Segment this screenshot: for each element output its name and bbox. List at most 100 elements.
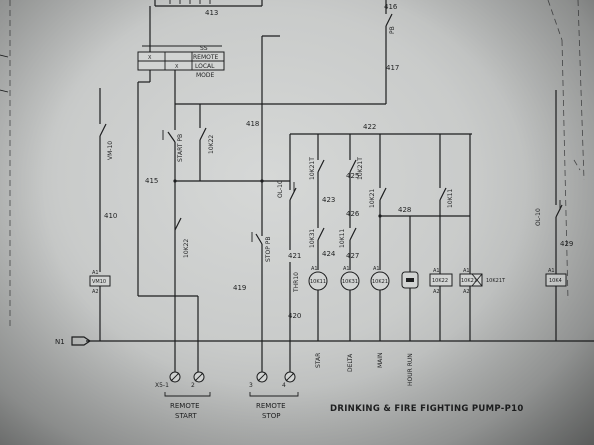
wire-label-418: 418 <box>246 120 259 128</box>
wire-label-417: 417 <box>386 64 399 72</box>
remote-stop-label-2: STOP <box>262 412 280 420</box>
terminal-label-2: 2 <box>191 382 195 389</box>
vm10-a2: A2 <box>92 289 99 295</box>
k10k22-contact-bottom <box>174 217 182 231</box>
selector-mode: MODE <box>196 72 215 79</box>
remote-stop-label-1: REMOTE <box>256 402 286 410</box>
hour-run-meter-window <box>406 278 414 282</box>
k10k21t-contact-1 <box>317 159 325 173</box>
margin-tick <box>0 89 9 93</box>
selector-tag: SS <box>200 45 208 52</box>
vm10-label: VM-10 <box>107 141 114 160</box>
junction-dot <box>173 179 177 183</box>
k10k31-label: 10K31 <box>309 229 316 248</box>
diagram-title: DRINKING & FIRE FIGHTING PUMP-P10 <box>330 404 524 414</box>
k10k31-a1: A1 <box>343 266 350 272</box>
wire-label-410: 410 <box>104 212 117 220</box>
k10k31-contact <box>317 227 325 241</box>
ol10-contact <box>289 187 297 201</box>
selector-x2: X <box>175 64 179 70</box>
wire-label-428: 428 <box>398 206 411 214</box>
wire-label-420: 420 <box>288 312 301 320</box>
pb-label: PB <box>389 26 396 34</box>
ol10-right-label: OL-10 <box>535 208 542 226</box>
stop-pb-contact <box>255 233 263 245</box>
wire-label-426: 426 <box>346 210 360 218</box>
terminal-2 <box>193 371 205 383</box>
k10k11-coil-label: 10K11 <box>310 279 326 285</box>
hour-run-label: HOUR RUN <box>407 353 414 386</box>
main-label: MAIN <box>377 352 384 368</box>
dash-mark <box>573 159 581 171</box>
rail-label: N1 <box>55 338 65 346</box>
k10k11-contact-a <box>349 227 357 241</box>
wire-label-413: 413 <box>205 9 218 17</box>
k10k21t-side-label: 10K21T <box>486 278 506 284</box>
k10k22-coil-label: 10K22 <box>432 278 448 284</box>
wire-label-415: 415 <box>145 177 158 185</box>
k10k4-coil-label: 10K4 <box>549 278 562 284</box>
wire-label-419: 419 <box>233 284 246 292</box>
terminal-3 <box>256 371 268 383</box>
k10k11-contact-b <box>439 187 447 201</box>
k10k21t-a1: A1 <box>463 268 470 274</box>
k10k11-b-label: 10K11 <box>447 189 454 208</box>
terminal-x5-1 <box>169 371 181 383</box>
wire-label-422: 422 <box>363 123 376 131</box>
wire-label-421: 421 <box>288 252 301 260</box>
ol10-right-contact <box>555 204 563 218</box>
pb-contact-top <box>385 13 393 27</box>
remote-start-label-1: REMOTE <box>170 402 200 410</box>
k10k31-coil-label: 10K31 <box>342 279 358 285</box>
k10k22-a1: A1 <box>433 268 440 274</box>
vm10-a1: A1 <box>92 270 99 276</box>
selector-remote: REMOTE <box>193 54 219 61</box>
wire-label-425: 425 <box>346 172 359 180</box>
remote-start-label-2: START <box>175 412 197 420</box>
terminal-label-3: 3 <box>249 382 253 389</box>
wire-label-423: 423 <box>322 196 335 204</box>
remote-start-bracket <box>164 392 211 397</box>
stop-pb-label: STOP PB <box>265 237 272 262</box>
ol10-label: OL-10 <box>277 180 284 198</box>
vm10-contact <box>99 123 107 137</box>
k10k22-a2: A2 <box>433 289 440 295</box>
delta-label: DELTA <box>347 353 354 372</box>
selector-x1: X <box>148 55 152 61</box>
junction-dot <box>260 179 264 183</box>
k10k21-coil-label: 10K21 <box>372 279 388 285</box>
top-dots <box>169 0 211 4</box>
k10k21t-a2: A2 <box>463 289 470 295</box>
star-label: STAR <box>315 353 322 368</box>
junction-dot <box>378 214 382 218</box>
wire-label-424: 424 <box>322 250 336 258</box>
margin-line-right <box>547 0 563 41</box>
k10k21t-contact-2 <box>349 159 357 173</box>
thr10-label: THR10 <box>293 272 300 293</box>
k10k11-a1: A1 <box>311 266 318 272</box>
k10k21-a-label: 10K21 <box>369 189 376 208</box>
terminal-label-4: 4 <box>282 382 286 389</box>
remote-stop-bracket <box>249 392 299 397</box>
k10k11-a-label: 10K11 <box>339 229 346 248</box>
k10k21-contact <box>379 187 387 201</box>
k10k22-contact-top <box>199 127 207 141</box>
start-pb-contact <box>167 131 176 143</box>
k10k21t-coil-box <box>459 273 483 287</box>
vm10-coil-label: VM10 <box>92 279 106 285</box>
k10k21-a1: A1 <box>373 266 380 272</box>
k10k22-bottom-label: 10K22 <box>183 239 190 258</box>
k10k21t-label-1: 10K21T <box>309 157 316 180</box>
k10k4-a1: A1 <box>548 268 555 274</box>
margin-tick <box>0 54 9 58</box>
k10k21t-label-2: 10K21T <box>357 157 364 180</box>
k10k22-coil-box <box>429 273 453 287</box>
margin-line-far-right <box>577 0 585 181</box>
terminal-4 <box>284 371 296 383</box>
neutral-arrow <box>71 336 92 346</box>
k10k22-top-label: 10K22 <box>208 135 215 154</box>
k10k21t-coil-label: 10K21 <box>461 278 477 284</box>
margin-line-right-2 <box>561 39 569 301</box>
